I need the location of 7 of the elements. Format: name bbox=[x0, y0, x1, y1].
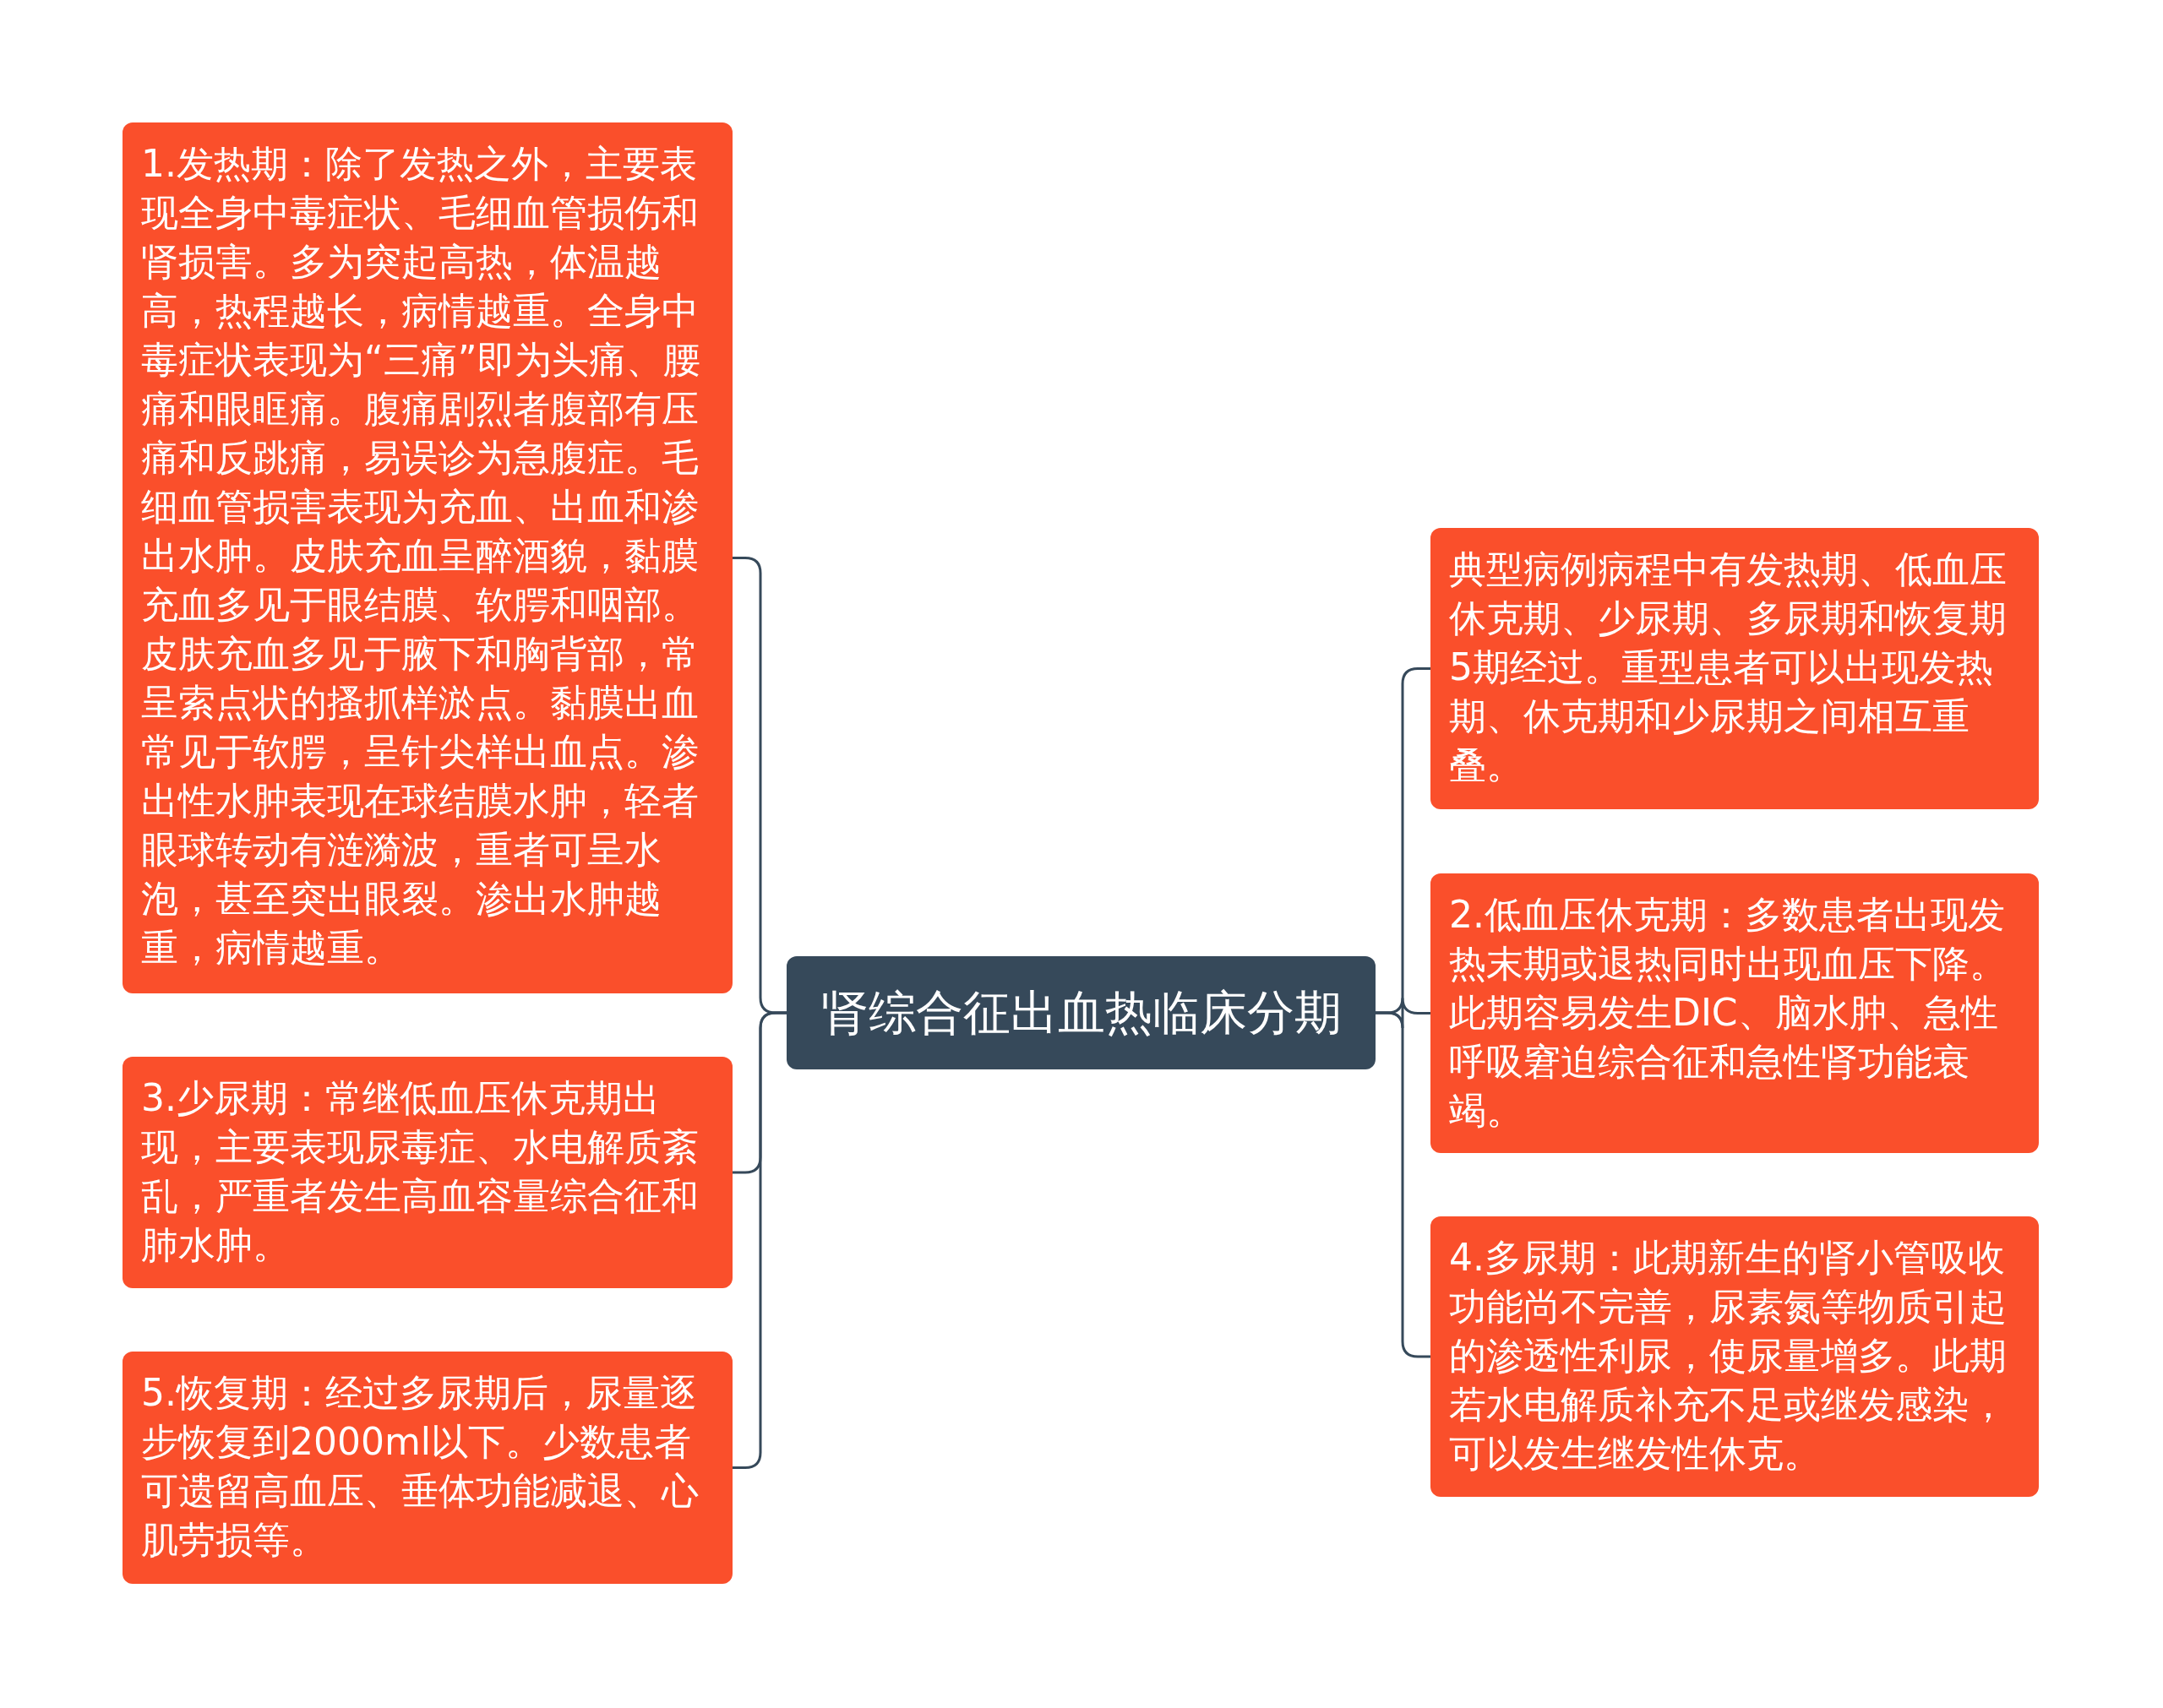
topic-box: 1.发热期：除了发热之外，主要表现全身中毒症状、毛细血管损伤和肾损害。多为突起高热，体温越高，热程越长，病情越重。全身中毒症状表现为“三痛”即为头痛、腰痛和眼眶痛。腹痛剧烈者腹部有压痛和反跳痛，易误诊为急腹症。毛细血管损害表现为充血、出血和渗出水肿。皮肤充血呈醉酒貌，黏膜充血多见于眼结膜、软腭和咽部。皮肤充血多见于腋下和胸背部，常呈索点状的搔抓样淤点。黏膜出血常见于软腭，呈针尖样出血点。渗出性水肿表现在球结膜水肿，轻者眼球转动有涟漪波，重者可呈水泡，甚至突出眼裂。渗出水肿越重，病情越重。 bbox=[123, 122, 733, 993]
topic-box: 4.多尿期：此期新生的肾小管吸收功能尚不完善，尿素氮等物质引起的渗透性利尿，使尿量增多。此期若水电解质补充不足或继发感染，可以发生继发性休克。 bbox=[1430, 1216, 2039, 1497]
topic-box: 5.恢复期：经过多尿期后，尿量逐步恢复到2000ml以下。少数患者可遗留高血压、垂体功能减退、心肌劳损等。 bbox=[123, 1352, 733, 1584]
topic-box: 典型病例病程中有发热期、低血压休克期、少尿期、多尿期和恢复期5期经过。重型患者可以出现发热期、休克期和少尿期之间相互重叠。 bbox=[1430, 528, 2039, 809]
topic-box: 3.少尿期：常继低血压休克期出现，主要表现尿毒症、水电解质紊乱，严重者发生高血容量综合征和肺水肿。 bbox=[123, 1057, 733, 1288]
topic-box: 2.低血压休克期：多数患者出现发热末期或退热同时出现血压下降。此期容易发生DIC、脑水肿、急性呼吸窘迫综合征和急性肾功能衰竭。 bbox=[1430, 873, 2039, 1153]
central-topic: 肾综合征出血热临床分期 bbox=[787, 956, 1376, 1069]
